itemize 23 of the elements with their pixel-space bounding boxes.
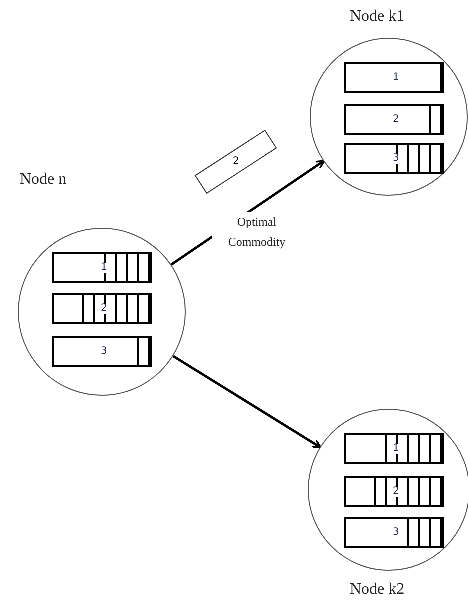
- queue-number: 3: [392, 528, 400, 538]
- queue-number: 1: [392, 73, 400, 83]
- node-title: Node k1: [350, 7, 405, 27]
- queue-bar: [52, 336, 152, 367]
- arrow: [172, 355, 322, 449]
- queue-bar: [344, 143, 444, 174]
- queue-bar: [344, 62, 444, 93]
- queue-number: 3: [100, 347, 108, 357]
- packet-number: 2: [232, 157, 240, 167]
- queue-number: 1: [392, 444, 400, 454]
- queue-number: 2: [100, 304, 108, 314]
- queue-bar: [344, 517, 444, 548]
- node-title: Node k2: [350, 580, 405, 600]
- queue-bar: [344, 104, 444, 135]
- queue-bar: [52, 252, 152, 283]
- queue-bar: [52, 293, 152, 324]
- node-title: Node n: [20, 170, 67, 190]
- queue-number: 1: [100, 263, 108, 273]
- queue-number: 2: [392, 487, 400, 497]
- queue-number: 3: [392, 154, 400, 164]
- queue-bar: [344, 433, 444, 464]
- queue-bar: [344, 476, 444, 507]
- queue-number: 2: [392, 115, 400, 125]
